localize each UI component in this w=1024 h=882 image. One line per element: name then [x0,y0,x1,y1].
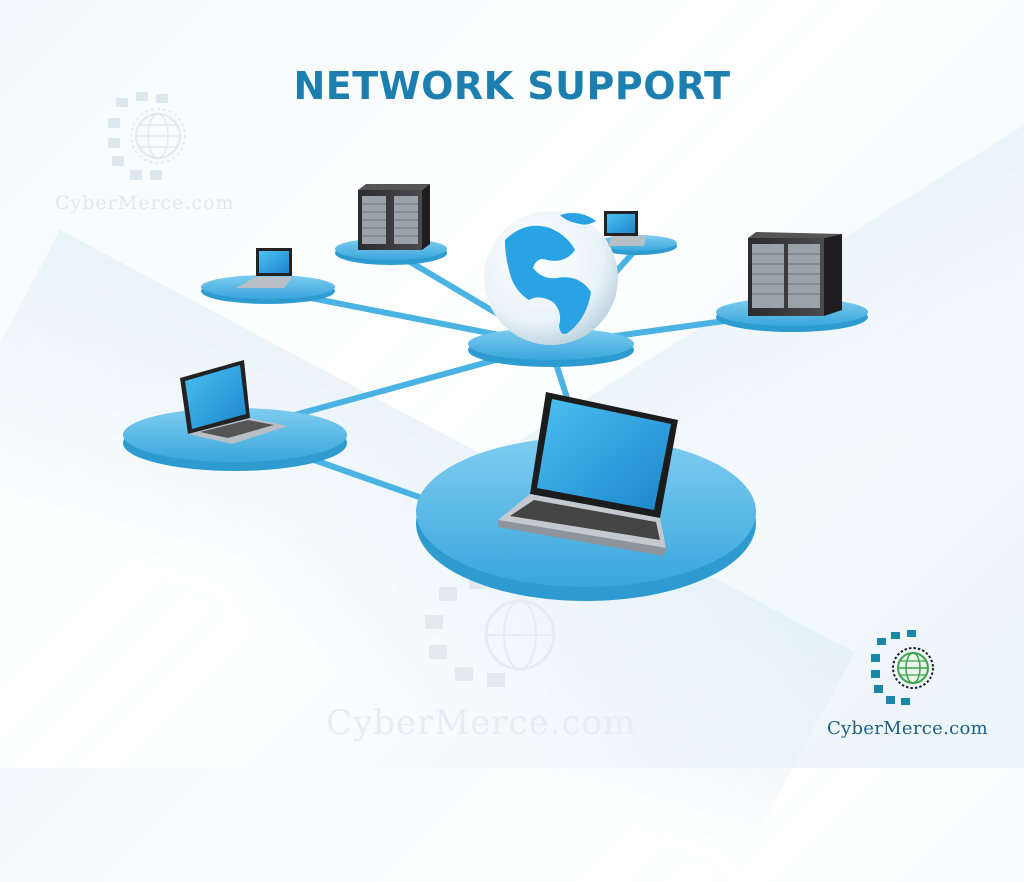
server-icon [358,184,430,250]
server-icon [748,232,842,316]
brand-name: CyberMerce.com [827,718,988,739]
globe-icon [484,211,618,345]
globe-gear-logo-icon [871,630,943,706]
laptop-icon [604,211,646,246]
